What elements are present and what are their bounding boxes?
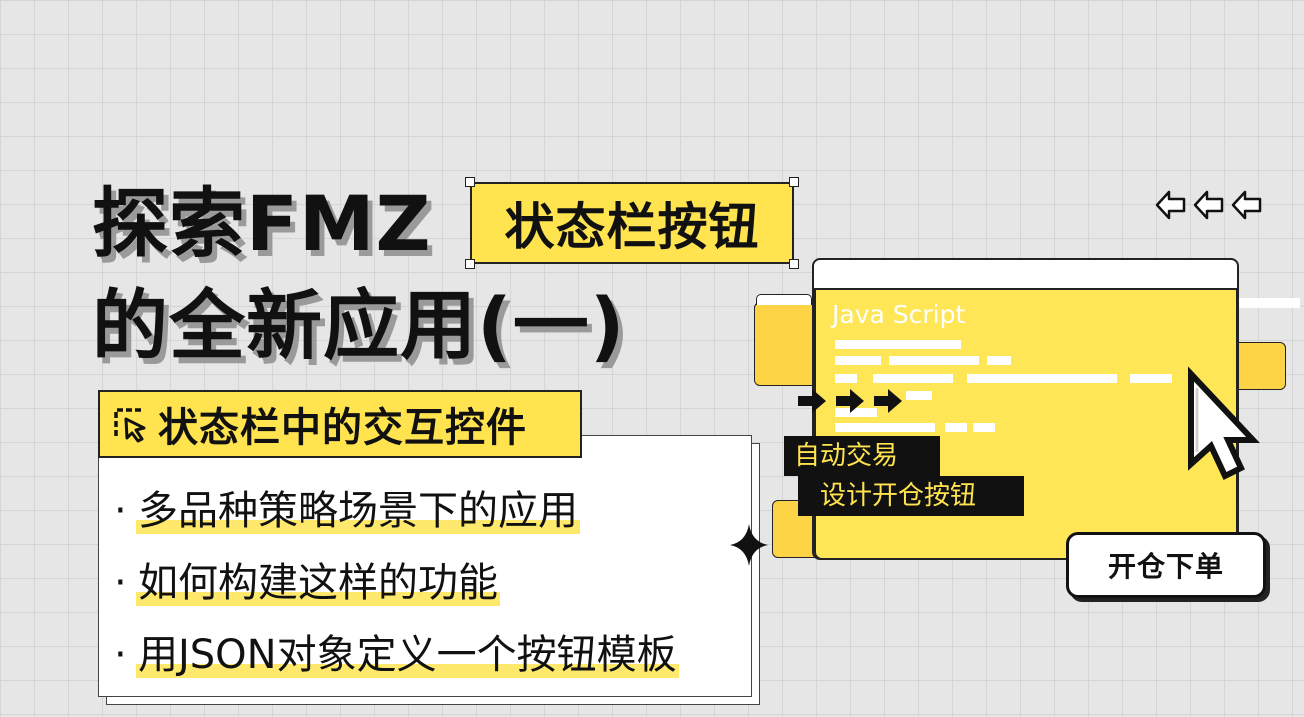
title-tag: 状态栏按钮	[470, 182, 794, 264]
selection-handle	[465, 259, 475, 269]
list-item: ·用JSON对象定义一个按钮模板	[114, 622, 679, 680]
section-tag: 状态栏中的交互控件	[98, 390, 582, 458]
folder-tab	[756, 294, 812, 305]
white-bar	[1234, 298, 1300, 308]
list-item-text: 如何构建这样的功能	[136, 560, 500, 606]
code-line	[835, 356, 881, 365]
cursor-select-icon	[114, 408, 146, 443]
code-line	[835, 423, 935, 432]
bullet-marker: ·	[114, 560, 127, 606]
code-line	[987, 356, 1011, 365]
code-line	[835, 340, 961, 349]
design-button-label: 设计开仓按钮	[798, 476, 1024, 516]
code-line	[973, 423, 995, 432]
list-item: ·如何构建这样的功能	[114, 550, 500, 608]
code-line	[835, 408, 877, 417]
open-order-button[interactable]: 开仓下单	[1066, 532, 1266, 598]
code-line	[945, 423, 967, 432]
pixel-cursor-icon	[1188, 366, 1260, 481]
page-title-line2: 的全新应用(一)	[92, 281, 626, 370]
selection-handle	[789, 259, 799, 269]
list-item: ·多品种策略场景下的应用	[114, 478, 580, 536]
window-title: Java Script	[832, 300, 966, 329]
bullet-marker: ·	[114, 632, 127, 678]
section-label: 状态栏中的交互控件	[158, 405, 527, 451]
selection-handle	[465, 177, 475, 187]
list-item-text: 多品种策略场景下的应用	[136, 488, 580, 534]
bullet-marker: ·	[114, 488, 127, 534]
folder-shape	[1230, 342, 1286, 390]
sparkle-icon	[730, 524, 768, 566]
title-tag-label: 状态栏按钮	[504, 198, 760, 256]
selection-handle	[789, 177, 799, 187]
arrow-left-outline-icons	[1155, 190, 1262, 220]
page-title-line1: 探索FMZ	[92, 179, 432, 268]
code-line	[967, 374, 1117, 383]
code-line	[873, 374, 953, 383]
auto-trade-label: 自动交易	[784, 436, 940, 476]
code-line	[1130, 374, 1172, 383]
code-line	[835, 374, 857, 383]
code-line	[889, 356, 979, 365]
code-line	[906, 391, 932, 400]
list-item-text: 用JSON对象定义一个按钮模板	[136, 632, 679, 678]
arrow-right-solid-icons	[798, 389, 902, 413]
